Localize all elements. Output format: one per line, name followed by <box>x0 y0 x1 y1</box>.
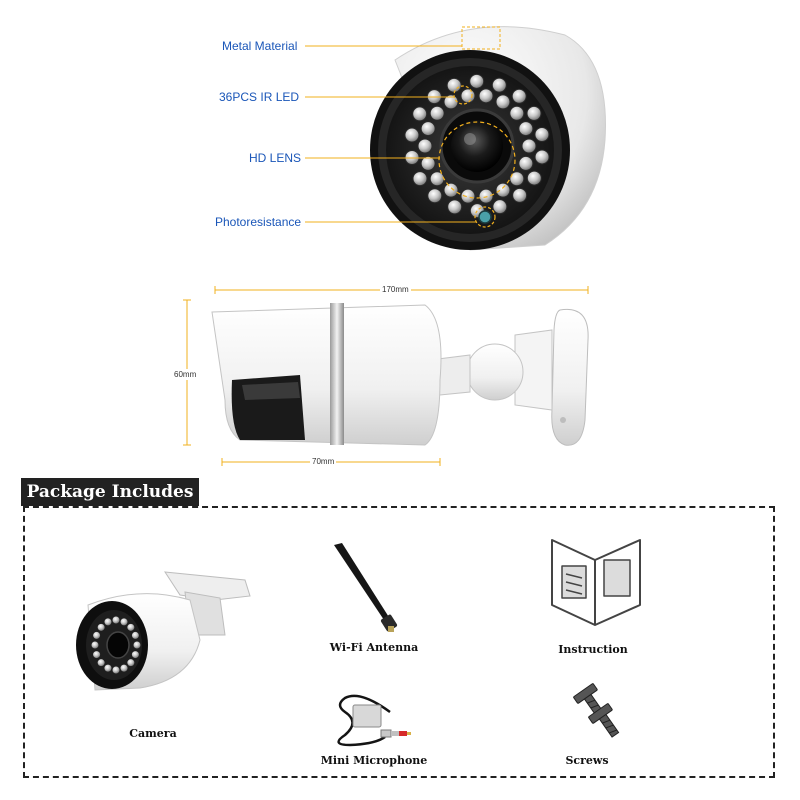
camera-front-view <box>370 26 606 251</box>
item-label-antenna: Wi-Fi Antenna <box>329 641 419 654</box>
dimension-length: 170mm <box>380 285 411 294</box>
package-contents-box <box>23 506 775 778</box>
package-instruction-image <box>551 539 641 626</box>
dimension-body-length: 70mm <box>310 457 337 466</box>
callout-ir-led: 36PCS IR LED <box>219 90 300 104</box>
package-microphone-image <box>337 694 411 747</box>
dimension-height: 60mm <box>174 369 197 380</box>
package-camera-image <box>76 571 251 691</box>
item-label-instruction: Instruction <box>558 643 628 656</box>
package-antenna-image <box>334 543 398 632</box>
callout-photoresistance: Photoresistance <box>215 215 302 229</box>
camera-side-view <box>183 286 589 466</box>
item-label-microphone: Mini Microphone <box>320 754 428 767</box>
callout-hd-lens: HD LENS <box>249 151 302 165</box>
callout-metal-material: Metal Material <box>222 39 298 53</box>
package-includes-header: Package Includes <box>21 478 199 506</box>
item-label-camera: Camera <box>129 727 177 740</box>
package-screws-image <box>573 683 620 738</box>
callout-lines <box>305 45 476 223</box>
ir-led-ring <box>404 73 550 219</box>
item-label-screws: Screws <box>565 754 609 767</box>
